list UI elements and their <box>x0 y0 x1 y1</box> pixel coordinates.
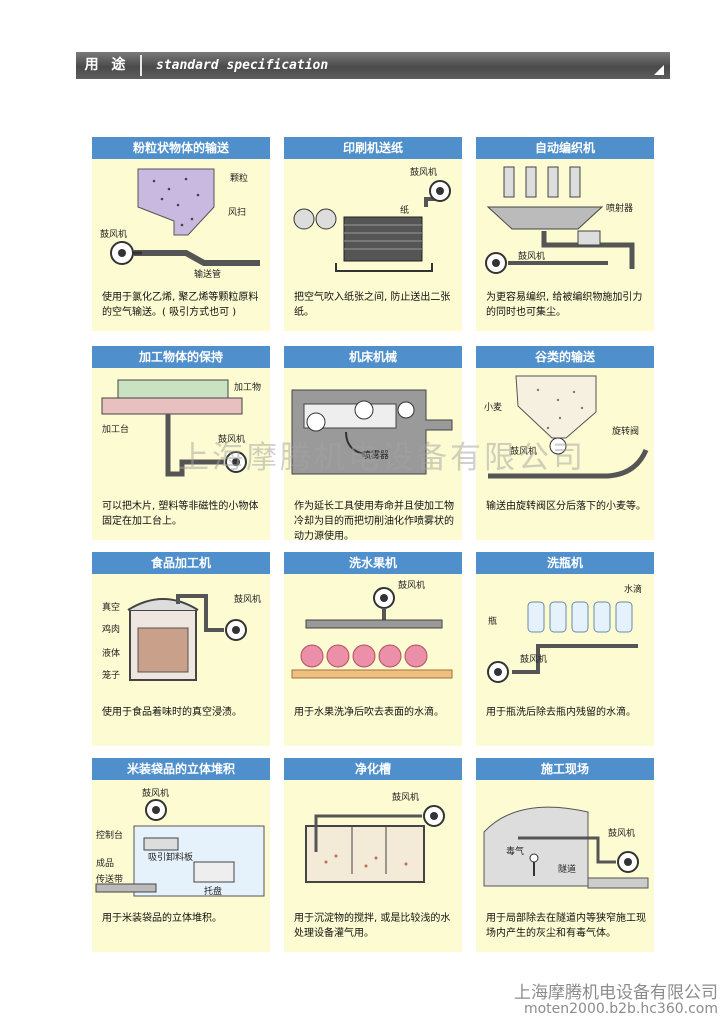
label: 喷射器 <box>606 202 633 214</box>
card-grain-conveying: 谷类的输送 小麦 旋转阀 鼓风机 输送由旋转阀区分后落下的小麦等。 <box>476 346 654 540</box>
label: 小麦 <box>484 401 502 413</box>
label: 鼓风机 <box>392 791 419 803</box>
label: 鼓风机 <box>142 787 169 799</box>
label: 鼓风机 <box>510 445 537 457</box>
card-powder-conveying: 粉粒状物体的输送 颗粒 风扫 鼓风机 输送管 使用于氯化乙烯, 聚乙烯等颗粒原料… <box>92 137 270 331</box>
card-description: 用于瓶洗后除去瓶内残留的水滴。 <box>486 707 636 718</box>
label: 鼓风机 <box>410 166 437 178</box>
rice-bag-stacking-diagram-icon: 鼓风机 控制台 成品 传送带 吸引卸料板 托盘 <box>95 787 265 897</box>
card-title: 洗水果机 <box>284 552 462 574</box>
card-description: 为更容易编织, 给被编织物施加引力的同时也可集尘。 <box>486 292 643 318</box>
card-bottle-washer: 洗瓶机 水滴 瓶 鼓风机 用于瓶洗后除去瓶内残留的水滴。 <box>476 552 654 746</box>
card-description: 可以把木片, 塑料等非磁性的小物体固定在加工台上。 <box>102 501 259 527</box>
label: 旋转阀 <box>612 425 639 437</box>
card-title: 施工现场 <box>476 758 654 780</box>
grain-conveying-diagram-icon: 小麦 旋转阀 鼓风机 <box>484 375 649 479</box>
label: 鼓风机 <box>100 228 127 240</box>
label: 水滴 <box>624 583 642 595</box>
card-title: 洗瓶机 <box>476 552 654 574</box>
label: 鸡肉 <box>102 623 120 635</box>
card-description: 用于沉淀物的搅拌, 或是比较浅的水处理设备灌气用。 <box>294 913 451 939</box>
label: 加工物 <box>234 381 261 393</box>
card-title: 食品加工机 <box>92 552 270 574</box>
card-description: 把空气吹入纸张之间, 防止送出二张纸。 <box>294 292 451 318</box>
label: 毒气 <box>506 845 524 857</box>
purification-tank-diagram-icon: 鼓风机 <box>305 791 445 883</box>
card-rice-bag-stacking: 米装袋品的立体堆积 鼓风机 控制台 成品 传送带 吸引卸料板 托盘 用于米装袋品… <box>92 758 270 952</box>
powder-conveying-diagram-icon: 颗粒 风扫 鼓风机 输送管 <box>100 168 260 280</box>
card-title: 米装袋品的立体堆积 <box>92 758 270 780</box>
label: 输送管 <box>194 268 221 280</box>
card-description: 使用于食品着味时的真空浸渍。 <box>102 707 242 718</box>
card-title: 机床机械 <box>284 346 462 368</box>
label: 真空 <box>102 601 120 613</box>
label: 笼子 <box>102 669 120 681</box>
card-title: 自动编织机 <box>476 137 654 159</box>
label: 控制台 <box>96 829 123 841</box>
label: 鼓风机 <box>218 433 245 445</box>
label: 鼓风机 <box>608 827 635 839</box>
card-title: 印刷机送纸 <box>284 137 462 159</box>
footer-company: 上海摩腾机电设备有限公司 <box>514 983 718 1003</box>
header-en-title: standard specification <box>156 58 329 73</box>
food-processing-diagram-icon: 真空 鸡肉 液体 笼子 鼓风机 <box>102 593 261 681</box>
watermark: 上海摩腾机电设备有限公司 <box>178 440 586 476</box>
label: 喷雾器 <box>362 450 389 461</box>
label: 吸引卸料板 <box>148 851 193 863</box>
label: 瓶 <box>488 615 497 627</box>
workpiece-holding-diagram-icon: 加工物 加工台 鼓风机 <box>101 379 261 477</box>
label: 鼓风机 <box>518 250 545 262</box>
label: 液体 <box>102 647 120 659</box>
label: 颗粒 <box>230 172 248 184</box>
card-description: 用于米装袋品的立体堆积。 <box>102 913 222 924</box>
card-description: 用于局部除去在隧道内等狭窄施工现场内产生的灰尘和有毒气体。 <box>486 913 646 939</box>
corner-triangle-icon <box>654 65 664 75</box>
card-workpiece-holding: 加工物体的保持 加工物 加工台 鼓风机 可以把木片, 塑料等非磁性的小物体固定在… <box>92 346 270 540</box>
label: 鼓风机 <box>398 579 425 591</box>
card-food-processing: 食品加工机 真空 鸡肉 液体 笼子 鼓风机 使用于食品着味时的真空浸渍。 <box>92 552 270 746</box>
card-description: 用于水果洗净后吹去表面的水滴。 <box>294 707 444 718</box>
fruit-washer-diagram-icon: 鼓风机 <box>291 579 453 679</box>
header-separator <box>140 55 142 76</box>
card-description: 使用于氯化乙烯, 聚乙烯等颗粒原料的空气输送。( 吸引方式也可 ) <box>102 292 259 318</box>
label: 成品 <box>96 857 114 869</box>
card-description: 作为延长工具使用寿命并且使加工物冷却为目的而把切削油化作喷雾状的动力源使用。 <box>294 501 454 542</box>
bottle-washer-diagram-icon: 水滴 瓶 鼓风机 <box>487 583 642 683</box>
label: 风扫 <box>228 206 246 218</box>
card-title: 净化槽 <box>284 758 462 780</box>
card-fruit-washer: 洗水果机 鼓风机 用于水果洗净后吹去表面的水滴。 <box>284 552 462 746</box>
card-machine-tool: 机床机械 喷雾器 作为延长工具使用寿命并且使加工物冷却为目的而把切削油化作喷雾状… <box>284 346 462 542</box>
label: 鼓风机 <box>234 593 261 605</box>
label: 纸 <box>400 204 409 216</box>
card-description: 输送由旋转阀区分后落下的小麦等。 <box>486 501 646 512</box>
card-auto-knitting: 自动编织机 喷射器 鼓风机 为更容易编织, 给被编织物施加引力的同时也可集尘。 <box>476 137 654 331</box>
header-cn-title: 用 途 <box>84 57 130 73</box>
label: 鼓风机 <box>520 653 547 665</box>
auto-knitting-diagram-icon: 喷射器 鼓风机 <box>485 166 635 274</box>
section-header: 用 途 standard specification <box>76 52 670 79</box>
card-construction-site: 施工现场 鼓风机 毒气 隧道 用于局部除去在隧道内等狭窄施工现场内产生的灰尘和有… <box>476 758 654 952</box>
footer-url: moten2000.b2b.hc360.com <box>523 1001 718 1017</box>
card-title: 粉粒状物体的输送 <box>92 137 270 159</box>
machine-tool-diagram-icon: 喷雾器 <box>291 389 453 475</box>
card-title: 谷类的输送 <box>476 346 654 368</box>
printer-feed-diagram-icon: 鼓风机 纸 <box>293 166 451 272</box>
construction-site-diagram-icon: 鼓风机 毒气 隧道 <box>483 806 649 889</box>
label: 加工台 <box>102 423 129 435</box>
label: 传送带 <box>96 873 123 885</box>
label: 托盘 <box>204 885 222 897</box>
card-title: 加工物体的保持 <box>92 346 270 368</box>
card-purification-tank: 净化槽 鼓风机 用于沉淀物的搅拌, 或是比较浅的水处理设备灌气用。 <box>284 758 462 952</box>
label: 隧道 <box>558 863 576 875</box>
card-printer-feed: 印刷机送纸 鼓风机 纸 把空气吹入纸张之间, 防止送出二张纸。 <box>284 137 462 331</box>
